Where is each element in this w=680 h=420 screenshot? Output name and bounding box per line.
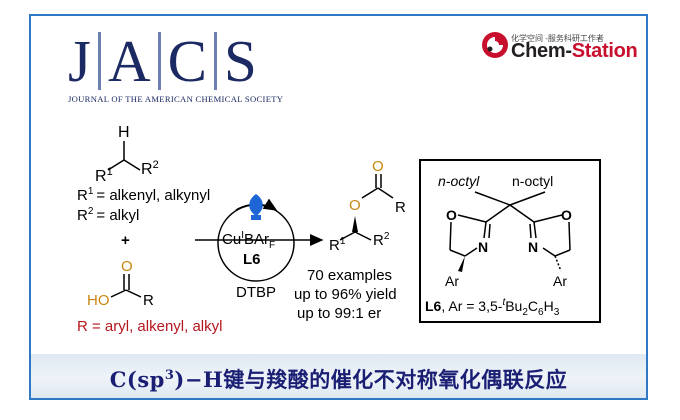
light-bulb-base — [251, 215, 261, 220]
product-structure: O R O R1 R2 — [329, 158, 406, 254]
ligand-border — [419, 159, 601, 323]
jacs-letter: A — [107, 28, 151, 94]
product-r1: R1 — [329, 236, 346, 254]
bond — [509, 191, 546, 206]
product-carbonyl-o: O — [372, 158, 384, 175]
bond — [554, 249, 571, 257]
journal-subtitle: JOURNAL OF THE AMERICAN CHEMICAL SOCIETY — [68, 94, 284, 104]
ligand-left-substituent: n-octyl — [438, 173, 480, 189]
footer-title-post: )−H键与羧酸的催化不对称氧化偶联反应 — [174, 367, 568, 392]
jacs-logo: J A C S — [68, 30, 257, 92]
bond — [339, 231, 356, 241]
h-atom: H — [118, 124, 130, 141]
footer-title: C(sp3)−H键与羧酸的催化不对称氧化偶联反应 — [31, 354, 646, 398]
r1-definition: R1= alkenyl, alkynyl — [77, 186, 210, 204]
ligand-right-substituent: n-octyl — [512, 173, 553, 189]
bond — [483, 221, 487, 239]
result-examples: 70 examples — [307, 267, 392, 284]
bond — [354, 231, 372, 241]
catalyst-ligand: L6 — [243, 251, 261, 268]
bond — [123, 159, 141, 171]
logo-divider — [157, 32, 161, 90]
bond — [529, 223, 532, 239]
hash-bond — [554, 255, 562, 272]
logo-divider — [97, 32, 101, 90]
wedge-bond — [352, 216, 358, 232]
footer-title-pre: C(sp — [109, 367, 165, 392]
bond — [485, 204, 511, 223]
bond — [377, 187, 394, 199]
result-yield: up to 96% yield — [294, 286, 397, 303]
oxidant-label: DTBP — [236, 284, 276, 301]
product-r: R — [395, 199, 406, 216]
bond — [125, 289, 142, 298]
bond — [542, 247, 556, 257]
bond — [568, 221, 571, 251]
ligand-n-right: N — [528, 239, 538, 255]
brand-name: Chem-Station — [511, 40, 638, 63]
r1-label: R1 — [95, 166, 113, 185]
footer-title-sup: 3 — [164, 368, 175, 383]
brand-tagline: 化学空间 -服务科研工作者 — [511, 34, 604, 43]
brand-name-prefix: Chem- — [511, 40, 572, 62]
jacs-letter: C — [167, 28, 207, 94]
ligand-o-left: O — [446, 207, 457, 223]
plus-sign: + — [121, 232, 130, 249]
ligand-box: n-octyl n-octyl O N Ar O N Ar L6, Ar = 3… — [419, 159, 601, 323]
substrate-structure: H R1 R2 — [95, 124, 159, 185]
bond — [449, 249, 466, 257]
product-ester-o: O — [349, 197, 361, 214]
acid-ho: HO — [87, 292, 110, 309]
r2-definition: R2= alkyl — [77, 206, 139, 224]
bond — [110, 289, 127, 298]
jacs-letter: J — [68, 28, 91, 94]
bond — [464, 247, 478, 257]
acid-structure: O HO R — [87, 258, 154, 309]
catalyst-cycle: CuIBArF L6 DTBP — [217, 194, 295, 301]
bond — [449, 221, 452, 251]
ligand-o-right: O — [561, 207, 572, 223]
ligand-caption: L6, Ar = 3,5-tBu2C6H3 — [425, 297, 560, 318]
wedge-bond — [458, 256, 465, 272]
bond — [533, 214, 563, 223]
brand-name-main: Station — [571, 40, 638, 62]
chem-station-logo-icon — [482, 32, 508, 58]
light-bulb-icon — [249, 194, 263, 216]
jacs-letter: S — [223, 28, 257, 94]
result-er: up to 99:1 er — [297, 305, 381, 322]
bond — [509, 204, 535, 223]
r-definition: R = aryl, alkenyl, alkyl — [77, 318, 222, 335]
r2-label: R2 — [141, 159, 159, 178]
bond — [107, 159, 125, 171]
ligand-ar-left: Ar — [445, 273, 459, 289]
product-r2: R2 — [373, 231, 390, 249]
ligand-ar-right: Ar — [553, 273, 567, 289]
bond — [488, 223, 491, 239]
bond — [361, 187, 379, 199]
ligand-n-left: N — [478, 239, 488, 255]
bond — [533, 221, 537, 239]
bond — [457, 214, 487, 223]
acid-r: R — [143, 292, 154, 309]
bond — [474, 191, 511, 206]
figure-frame — [29, 14, 648, 400]
logo-divider — [213, 32, 217, 90]
footer-banner: C(sp3)−H键与羧酸的催化不对称氧化偶联反应 — [31, 354, 646, 398]
acid-o: O — [121, 258, 133, 275]
